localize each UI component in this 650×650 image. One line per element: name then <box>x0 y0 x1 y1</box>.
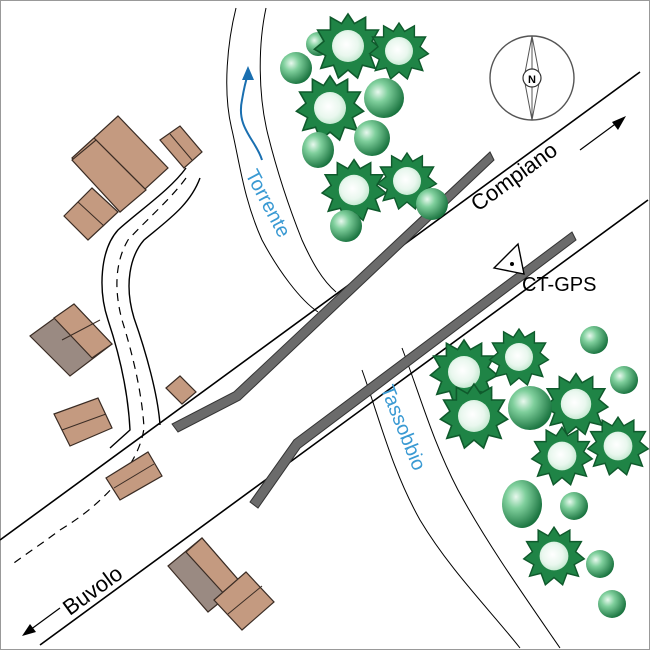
road-edge-upper <box>0 71 641 541</box>
road-direction-arrow-icon <box>22 116 626 636</box>
building-group-north <box>63 115 203 241</box>
bridge-guardrail-upper <box>171 151 495 433</box>
side-road-centerline <box>9 177 187 567</box>
compass-rose-icon: N <box>489 35 575 121</box>
flow-arrow-icon <box>239 66 263 161</box>
tassobbio-bank-left <box>361 369 521 649</box>
tree-cluster-north <box>280 13 448 242</box>
gps-station-triangle-icon <box>492 242 525 275</box>
bridge-guardrail-lower <box>249 231 577 509</box>
side-road-edge-outer <box>101 167 187 449</box>
tassobbio-bank-right <box>401 347 561 649</box>
building-group-west <box>29 303 197 447</box>
building-group-south <box>105 451 275 631</box>
river-bank-left <box>226 7 319 313</box>
compass-north-letter: N <box>528 74 536 86</box>
station-label: CT-GPS <box>522 274 597 296</box>
road-edge-lower <box>39 199 649 646</box>
river-bank-right <box>259 7 337 293</box>
tree-cluster-south <box>429 326 649 618</box>
side-road-edge-inner <box>128 177 201 426</box>
